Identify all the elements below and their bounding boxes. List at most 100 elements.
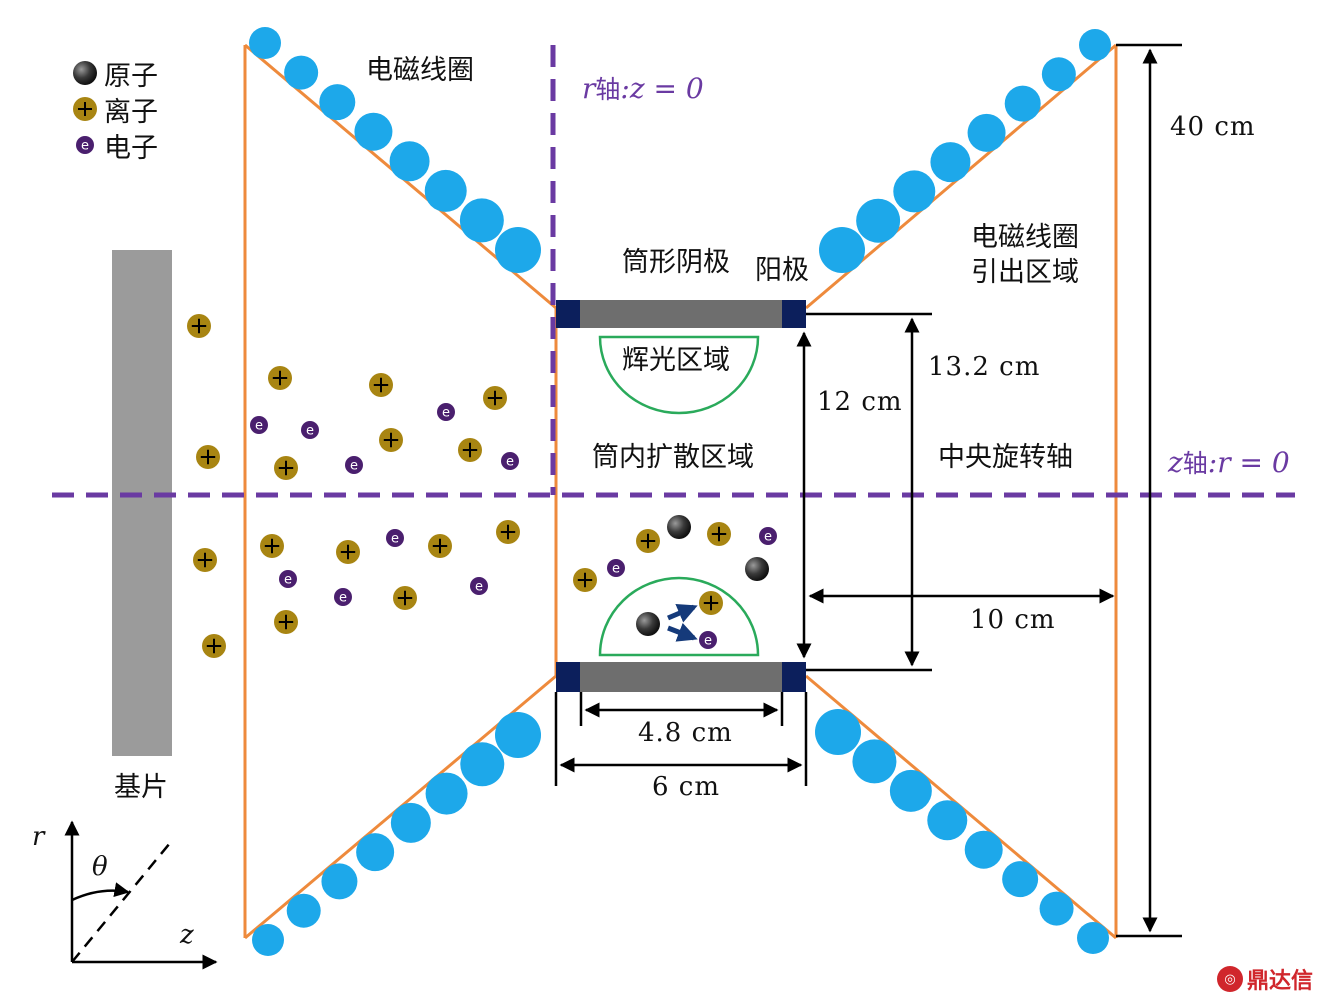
svg-text:e: e xyxy=(350,459,358,474)
legend-label-ion: 离子 xyxy=(104,96,158,128)
ion-particle xyxy=(428,534,452,558)
coil-turn xyxy=(1041,57,1076,92)
svg-text:e: e xyxy=(506,455,514,470)
coil-turn xyxy=(1002,861,1039,898)
dim-cathode-length: 4.8 cm xyxy=(638,718,733,748)
coil-turn xyxy=(1079,29,1111,61)
coil-turn xyxy=(893,170,936,213)
legend-label-electron: 电子 xyxy=(104,132,158,164)
legend-item-electron: e 电子 xyxy=(70,127,158,164)
label-substrate: 基片 xyxy=(114,772,168,803)
ion-particle xyxy=(707,522,731,546)
ion-particle xyxy=(193,548,217,572)
ion-particle xyxy=(496,520,520,544)
ion-particle xyxy=(573,568,597,592)
svg-text:e: e xyxy=(704,634,712,649)
ion-particle xyxy=(379,428,403,452)
coil-turn xyxy=(495,712,541,758)
ion-icon xyxy=(70,94,104,124)
coil-turn xyxy=(424,169,467,212)
dim-tube-length: 6 cm xyxy=(652,772,721,802)
label-glow-region: 辉光区域 xyxy=(622,345,730,376)
coil-turn xyxy=(321,863,358,900)
coil-turn xyxy=(927,800,968,841)
svg-text:e: e xyxy=(764,530,772,545)
coil-turn xyxy=(930,142,971,183)
substrate-plate xyxy=(112,250,172,756)
svg-text:e: e xyxy=(612,562,620,577)
electron-particle: e xyxy=(699,631,717,649)
collision-arrow-down xyxy=(667,622,698,642)
coil-turn xyxy=(459,198,504,243)
electron-particle: e xyxy=(470,577,488,595)
ion-particle xyxy=(202,634,226,658)
coil-turn xyxy=(356,833,395,872)
ion-particle xyxy=(483,386,507,410)
ion-particle xyxy=(274,456,298,480)
coil-turn xyxy=(390,802,431,843)
label-coil-top: 电磁线圈 xyxy=(366,55,474,86)
label-coil-exit-line2: 引出区域 xyxy=(971,257,1079,288)
ion-particle xyxy=(268,366,292,390)
dimension-lines xyxy=(554,43,1182,938)
svg-text:e: e xyxy=(442,406,450,421)
ion-particle xyxy=(699,591,723,615)
dim-exit-length: 10 cm xyxy=(970,605,1056,635)
chamber-frame xyxy=(243,43,1118,940)
label-r-axis: r轴:z = 0 xyxy=(582,72,704,105)
ion-particle xyxy=(196,445,220,469)
cathode-bottom xyxy=(556,662,806,692)
ion-particle xyxy=(369,373,393,397)
svg-text:e: e xyxy=(475,580,483,595)
electron-particle: e xyxy=(345,456,363,474)
legend-label-atom: 原子 xyxy=(104,60,158,92)
coil-turn xyxy=(389,141,430,182)
electron-particle: e xyxy=(250,416,268,434)
coord-label-theta: θ xyxy=(92,852,108,882)
watermark-icon: ◎ xyxy=(1216,966,1243,992)
coil-turn xyxy=(460,742,505,787)
coil-turn xyxy=(319,84,356,121)
coordinate-system xyxy=(64,820,218,970)
label-coil-exit-line1: 电磁线圈 xyxy=(971,222,1079,253)
coil-turn xyxy=(856,198,901,243)
electron-particle: e xyxy=(386,529,404,547)
cathode-top xyxy=(556,300,806,328)
electromagnetic-coils xyxy=(249,27,1111,956)
coil-turn xyxy=(819,227,865,273)
coil-turn xyxy=(425,772,468,815)
coil-turn xyxy=(284,55,319,90)
coil-turn xyxy=(1039,891,1074,926)
atom-icon xyxy=(70,58,104,88)
electron-particle: e xyxy=(437,403,455,421)
label-cathode: 筒形阴极 xyxy=(622,247,730,278)
electron-particle: e xyxy=(279,570,297,588)
electron-particle: e xyxy=(334,588,352,606)
coord-label-z: z xyxy=(180,920,194,950)
ion-particle xyxy=(260,534,284,558)
electron-particle: e xyxy=(759,527,777,545)
dim-height-total: 40 cm xyxy=(1170,112,1256,142)
coil-turn xyxy=(354,112,393,151)
coil-turn xyxy=(495,227,541,273)
ion-particle xyxy=(274,610,298,634)
label-anode: 阳极 xyxy=(755,255,809,286)
particles: e e e e e e e e e e e e xyxy=(187,314,777,658)
coil-turn xyxy=(815,709,861,755)
electron-particle: e xyxy=(607,559,625,577)
dim-inner-diameter: 12 cm xyxy=(817,387,903,417)
coil-turn xyxy=(889,769,932,812)
electron-particle: e xyxy=(501,452,519,470)
svg-text:e: e xyxy=(391,532,399,547)
svg-text:e: e xyxy=(255,419,263,434)
coil-turn xyxy=(964,830,1003,869)
legend: 原子 离子 e 电子 xyxy=(70,55,158,164)
atom-particle xyxy=(636,612,660,636)
electron-icon: e xyxy=(70,130,104,160)
legend-item-ion: 离子 xyxy=(70,91,158,128)
electron-particle: e xyxy=(301,421,319,439)
watermark-text: 鼎达信 xyxy=(1246,969,1313,994)
atom-particle xyxy=(667,515,691,539)
label-z-axis: z轴:r = 0 xyxy=(1168,446,1290,479)
